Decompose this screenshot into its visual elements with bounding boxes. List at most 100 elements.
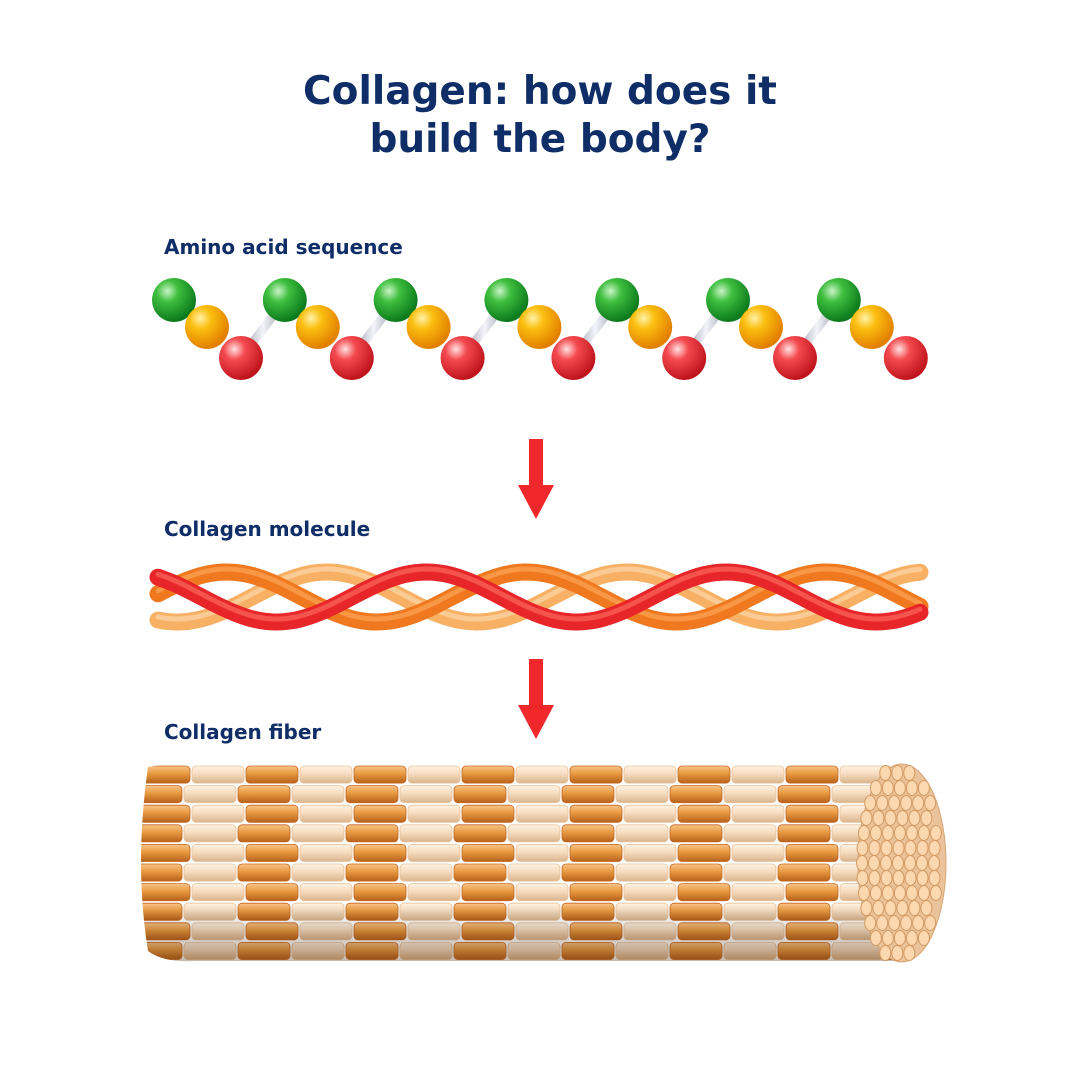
helix-strand-orange (149, 563, 929, 631)
helix-strand-orange-highlight (155, 566, 923, 622)
fibril-end (916, 840, 929, 856)
fibril-end (880, 840, 893, 856)
fibril-end (929, 825, 942, 841)
fibril-end (869, 780, 882, 796)
fibril-end (872, 900, 885, 916)
down-arrow-1 (518, 439, 554, 519)
amino-acid-red-bead (551, 336, 596, 380)
fibril-end (860, 810, 873, 826)
amino-acid-green-bead (152, 278, 196, 322)
helix-strand-red (149, 563, 929, 631)
fibril-end (881, 825, 894, 841)
fibril-end (928, 840, 941, 856)
fibril-end (879, 945, 892, 961)
fibril-end (893, 885, 906, 901)
amino-acid-orange-bead (295, 305, 340, 349)
collagen-molecule-label: Collagen molecule (164, 517, 371, 541)
fibril-end (904, 840, 917, 856)
fibril-end (903, 765, 916, 781)
fibril-end (893, 825, 906, 841)
fibril-end (888, 795, 901, 811)
fibril-end (917, 885, 930, 901)
amino-acid-orange-bead (849, 305, 894, 349)
fibril-end (884, 810, 897, 826)
fibril-end (879, 765, 892, 781)
fibril-end (924, 915, 937, 931)
amino-acid-red-bead (329, 336, 374, 380)
fibril-end (893, 780, 906, 796)
amino-acid-chain (152, 278, 928, 380)
fibril-end (857, 825, 870, 841)
fibril-end (891, 765, 904, 781)
amino-acid-green-bead (816, 278, 861, 322)
amino-acid-sequence-label: Amino acid sequence (164, 235, 403, 259)
amino-acid-red-bead (883, 336, 928, 380)
fibril-end (856, 855, 868, 871)
fibril-end (908, 810, 921, 826)
amino-acid-red-bead (773, 336, 817, 380)
fibril-end (869, 885, 882, 901)
fibril-end (868, 855, 880, 871)
fibril-end (916, 870, 929, 886)
helix-strand-light-highlight (155, 566, 923, 622)
fibril-end (912, 795, 925, 811)
fibril-end (896, 900, 909, 916)
fibril-end (864, 795, 877, 811)
amino-acid-orange-bead (185, 305, 229, 349)
fibril-end (908, 900, 921, 916)
fibril-end (892, 855, 904, 871)
fibril-end (872, 810, 885, 826)
fibril-end (856, 840, 869, 856)
fibril-end (917, 780, 930, 796)
collagen-triple-helix (149, 563, 929, 631)
fibril-end (916, 855, 928, 871)
title-line-1: Collagen: how does it (303, 69, 777, 114)
title-line-2: build the body? (369, 117, 711, 162)
down-arrow-2 (518, 659, 554, 739)
fibril-end (881, 780, 894, 796)
fibril-end (928, 870, 941, 886)
fibril-end (904, 855, 916, 871)
fibril-end (912, 915, 925, 931)
collagen-fiber-label: Collagen fiber (164, 720, 322, 744)
fibril-end (869, 930, 882, 946)
fibril-end (888, 915, 901, 931)
fibril-end (869, 825, 882, 841)
amino-acid-green-bead (706, 278, 750, 322)
amino-acid-green-bead (595, 278, 640, 322)
fibril-end (900, 795, 913, 811)
fibril-end (903, 945, 916, 961)
fibril-end (856, 870, 869, 886)
amino-acid-green-bead (484, 278, 529, 322)
amino-acid-red-bead (440, 336, 485, 380)
fibril-end (896, 810, 909, 826)
fibril-end (868, 840, 881, 856)
fibril-end (900, 915, 913, 931)
fibril-end (876, 915, 889, 931)
fibril-end (881, 885, 894, 901)
fibril-end (892, 840, 905, 856)
amino-acid-orange-bead (517, 305, 562, 349)
fibril-end (857, 885, 870, 901)
page-title: Collagen: how does it build the body? (0, 68, 1080, 164)
fibril-end (864, 915, 877, 931)
fibril-end (868, 870, 881, 886)
fibril-end (881, 930, 894, 946)
fibril-end (920, 900, 933, 916)
fibril-end (880, 870, 893, 886)
amino-acid-red-bead (219, 336, 263, 380)
fibril-end (905, 825, 918, 841)
amino-acid-red-bead (662, 336, 707, 380)
helix-strand-red-highlight (155, 566, 923, 622)
fibril-end (880, 855, 892, 871)
fibril-end (904, 870, 917, 886)
fibril-end (928, 855, 940, 871)
amino-acid-orange-bead (406, 305, 451, 349)
fibril-end (884, 900, 897, 916)
fibril-end (876, 795, 889, 811)
fibril-end (905, 885, 918, 901)
amino-acid-green-bead (373, 278, 418, 322)
fibril-end (924, 795, 937, 811)
amino-acid-green-bead (262, 278, 307, 322)
amino-acid-orange-bead (739, 305, 783, 349)
